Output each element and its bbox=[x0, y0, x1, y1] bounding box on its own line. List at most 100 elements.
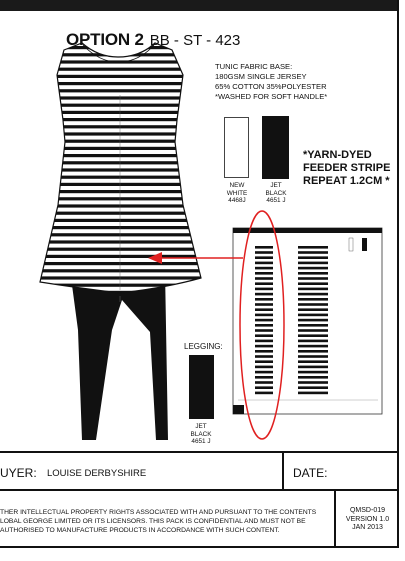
swatch-label-line: NEW bbox=[229, 182, 245, 189]
spec-stripe bbox=[298, 298, 328, 301]
black-swatch-label: JET BLACK 4651 J bbox=[256, 182, 296, 205]
tunic-stripe bbox=[40, 168, 201, 172]
spec-stripe bbox=[298, 381, 328, 384]
tunic-stripe bbox=[40, 290, 201, 293]
tunic-stripe bbox=[40, 283, 201, 287]
tunic-stripe bbox=[40, 247, 201, 251]
spec-stripe bbox=[255, 251, 273, 254]
tunic-stripe bbox=[40, 67, 201, 71]
page-frame bbox=[0, 0, 399, 548]
legal-text: THER INTELLECTUAL PROPERTY RIGHTS ASSOCI… bbox=[0, 508, 316, 535]
page-title: OPTION 2 BB - ST - 423 bbox=[66, 30, 240, 50]
spec-stripe bbox=[255, 256, 273, 259]
spec-stripe bbox=[255, 298, 273, 301]
swatch-label-line: WHITE bbox=[226, 189, 248, 197]
legging-swatch bbox=[189, 355, 214, 419]
fabric-line: *WASHED FOR SOFT HANDLE* bbox=[215, 92, 328, 101]
spec-stripe bbox=[298, 324, 328, 327]
spec-stripe bbox=[298, 370, 328, 374]
spec-stripe bbox=[298, 266, 328, 270]
tunic-stripe bbox=[40, 96, 201, 100]
tunic-stripe bbox=[40, 132, 201, 136]
tunic-stripe bbox=[40, 125, 201, 129]
spec-stripe bbox=[298, 256, 328, 259]
spec-stripe bbox=[298, 334, 328, 337]
spec-stripe bbox=[298, 318, 328, 322]
legging-drawing bbox=[70, 270, 168, 440]
spec-stripe bbox=[298, 329, 328, 332]
spec-stripe bbox=[255, 344, 273, 348]
spec-stripe bbox=[255, 287, 273, 291]
option-label: OPTION 2 bbox=[66, 30, 144, 49]
tunic-stripe bbox=[40, 254, 201, 258]
spec-stripe bbox=[255, 282, 273, 285]
spec-stripe bbox=[255, 303, 273, 306]
swatch-label-line: 4651 J bbox=[266, 197, 286, 205]
ref-line: JAN 2013 bbox=[352, 524, 383, 531]
ref-line: QMSD-019 bbox=[349, 507, 385, 514]
spec-stripe bbox=[298, 313, 328, 317]
buyer-value: LOUISE DERBYSHIRE bbox=[47, 468, 147, 479]
tunic-stripe bbox=[40, 110, 201, 114]
white-swatch bbox=[224, 117, 249, 178]
spec-stripe bbox=[255, 277, 273, 280]
spec-stripe bbox=[255, 313, 273, 317]
legal-line: AUTHORISED TO MANUFACTURE PRODUCTS IN AC… bbox=[0, 527, 280, 534]
swatch-label-line: BLACK bbox=[265, 189, 287, 197]
spec-stripe bbox=[255, 266, 273, 270]
tunic-stripe bbox=[40, 262, 201, 266]
tunic-stripe bbox=[40, 269, 201, 273]
style-code: BB - ST - 423 bbox=[149, 32, 241, 49]
tunic-stripe bbox=[40, 82, 201, 86]
spec-stripe bbox=[255, 339, 273, 343]
swatch-label-line: 4651 J bbox=[191, 438, 211, 446]
stripe-spec-thumbnail bbox=[232, 227, 383, 415]
spec-stripe bbox=[298, 277, 328, 280]
spec-stripe bbox=[255, 272, 273, 275]
tunic-stripe bbox=[40, 276, 201, 280]
spec-stripe bbox=[298, 344, 328, 348]
tunic-stripe bbox=[40, 226, 201, 230]
spec-stripe bbox=[255, 360, 273, 363]
ref-line: VERSION 1.0 bbox=[345, 515, 390, 523]
fabric-line: 65% COTTON 35%POLYESTER bbox=[215, 82, 327, 91]
fabric-line: 180GSM SINGLE JERSEY bbox=[215, 72, 307, 81]
tunic-stripe bbox=[40, 53, 201, 57]
spec-stripe bbox=[255, 308, 273, 311]
tunic-stripe bbox=[40, 211, 201, 215]
tunic-stripe bbox=[40, 204, 201, 208]
tunic-stripe bbox=[40, 182, 201, 186]
tunic-stripe bbox=[40, 190, 201, 194]
tunic-stripe bbox=[40, 146, 201, 150]
spec-stripe bbox=[255, 292, 273, 296]
spec-stripe bbox=[298, 350, 328, 353]
stripe-note-line: *YARN-DYED bbox=[303, 149, 372, 161]
tunic-stripe bbox=[40, 74, 201, 78]
divider bbox=[334, 491, 336, 548]
tunic-stripe bbox=[40, 103, 201, 107]
stripe-note: *YARN-DYED FEEDER STRIPE REPEAT 1.2CM * bbox=[303, 149, 390, 188]
stripe-note-line: FEEDER STRIPE bbox=[303, 162, 391, 174]
spec-stripe bbox=[298, 292, 328, 296]
spec-stripe bbox=[298, 360, 328, 363]
buyer-row: UYER: LOUISE DERBYSHIRE DATE: bbox=[0, 451, 399, 491]
spec-stripe bbox=[255, 355, 273, 358]
swatch-label-line: 4468J bbox=[228, 197, 246, 205]
spec-stripe bbox=[298, 287, 328, 291]
tunic-stripe bbox=[40, 161, 201, 165]
document-reference: QMSD-019 VERSION 1.0 JAN 2013 bbox=[336, 507, 399, 533]
spec-stripe bbox=[298, 246, 328, 249]
spec-stripe bbox=[255, 365, 273, 369]
spec-stripe bbox=[255, 324, 273, 327]
tunic-stripe bbox=[40, 139, 201, 143]
fabric-line: TUNIC FABRIC BASE: bbox=[215, 62, 293, 71]
white-swatch-label: NEW WHITE 4468J bbox=[217, 182, 257, 205]
spec-stripe bbox=[255, 391, 273, 395]
spec-stripe bbox=[255, 329, 273, 332]
tunic-stripe bbox=[40, 89, 201, 93]
spec-stripe bbox=[298, 386, 328, 389]
tunic-stripe bbox=[40, 118, 201, 122]
legal-line: THER INTELLECTUAL PROPERTY RIGHTS ASSOCI… bbox=[0, 509, 317, 516]
divider bbox=[282, 453, 284, 491]
